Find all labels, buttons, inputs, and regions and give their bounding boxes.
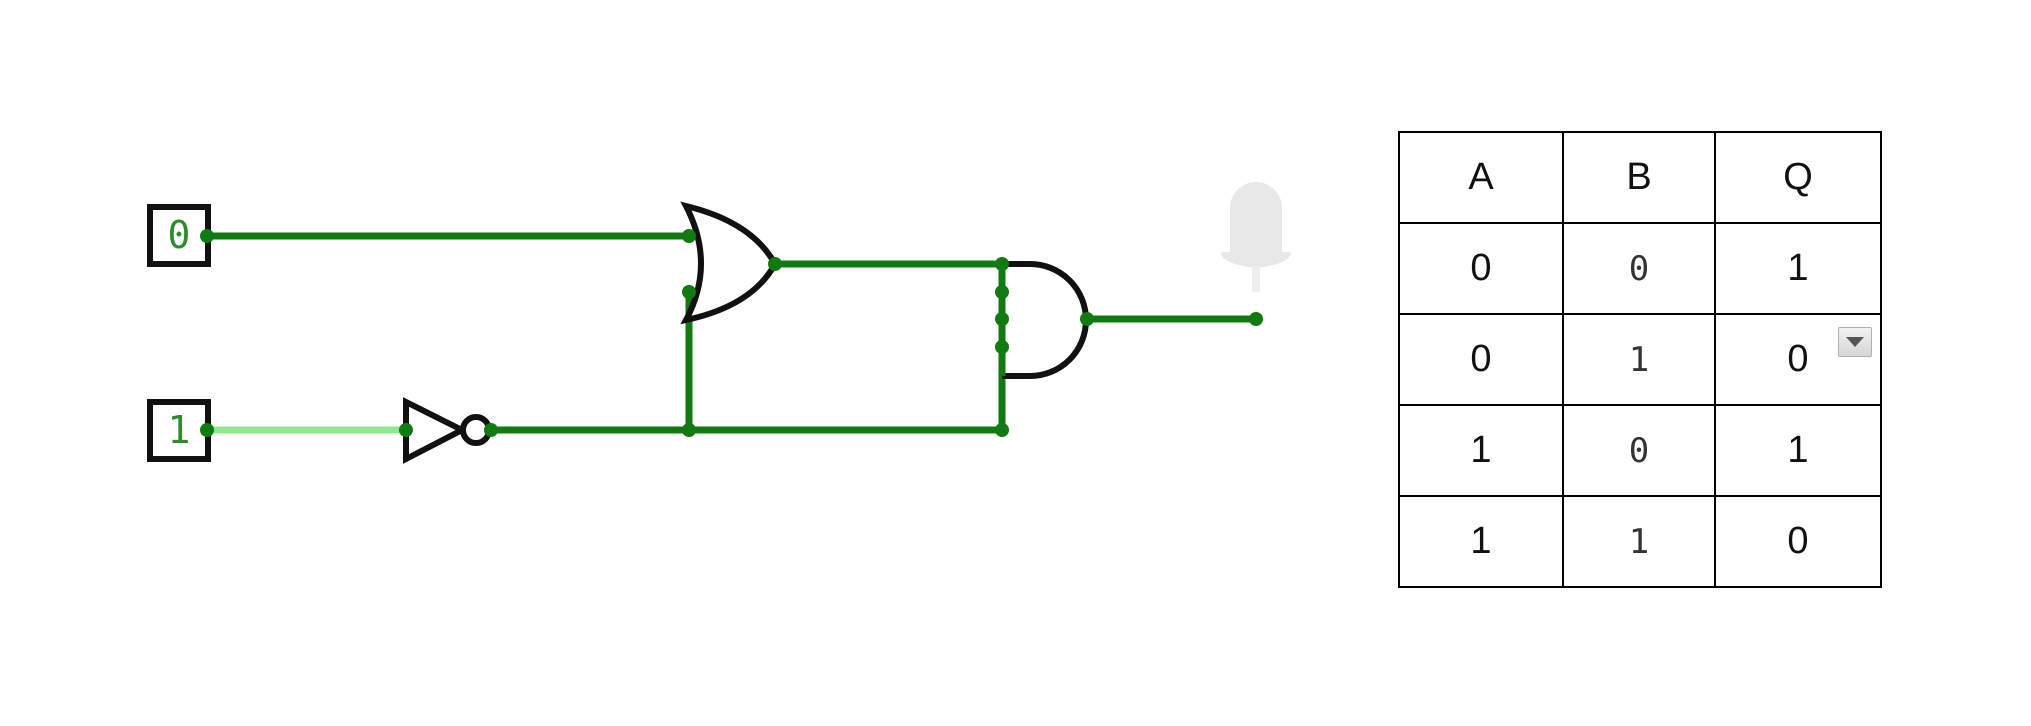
- table-row: 0 0 1: [1398, 222, 1882, 315]
- or-gate: [680, 201, 779, 325]
- q-value-dropdown-button[interactable]: [1838, 327, 1872, 357]
- cell-b: 1: [1562, 313, 1716, 406]
- input-a-toggle[interactable]: 0: [147, 204, 211, 267]
- input-b-value: 1: [168, 408, 191, 452]
- header-q: Q: [1714, 131, 1882, 224]
- input-a-value: 0: [168, 213, 191, 257]
- cell-q: 1: [1714, 404, 1882, 497]
- cell-a: 1: [1398, 404, 1564, 497]
- cell-a: 0: [1398, 313, 1564, 406]
- cell-a: 0: [1398, 222, 1564, 315]
- cell-q: 1: [1714, 222, 1882, 315]
- header-a: A: [1398, 131, 1564, 224]
- cell-q: 0: [1714, 495, 1882, 588]
- table-row: 0 1 0: [1398, 313, 1882, 406]
- chevron-down-icon: [1846, 337, 1864, 347]
- logic-circuit: 0 1: [147, 182, 1291, 464]
- cell-a: 1: [1398, 495, 1564, 588]
- cell-b: 0: [1562, 404, 1716, 497]
- and-gate: [1002, 261, 1089, 379]
- led-icon: [1221, 182, 1291, 292]
- truth-table-header-row: A B Q: [1398, 131, 1882, 224]
- input-b-toggle[interactable]: 1: [147, 399, 211, 462]
- table-row: 1 0 1: [1398, 404, 1882, 497]
- header-b: B: [1562, 131, 1716, 224]
- cell-b: 1: [1562, 495, 1716, 588]
- not-gate: [403, 397, 492, 464]
- truth-table: A B Q 0 0 1 0 1 0 1 0 1 1 1 0: [1398, 131, 1882, 588]
- table-row: 1 1 0: [1398, 495, 1882, 588]
- connection-points: [200, 229, 1263, 437]
- cell-b: 0: [1562, 222, 1716, 315]
